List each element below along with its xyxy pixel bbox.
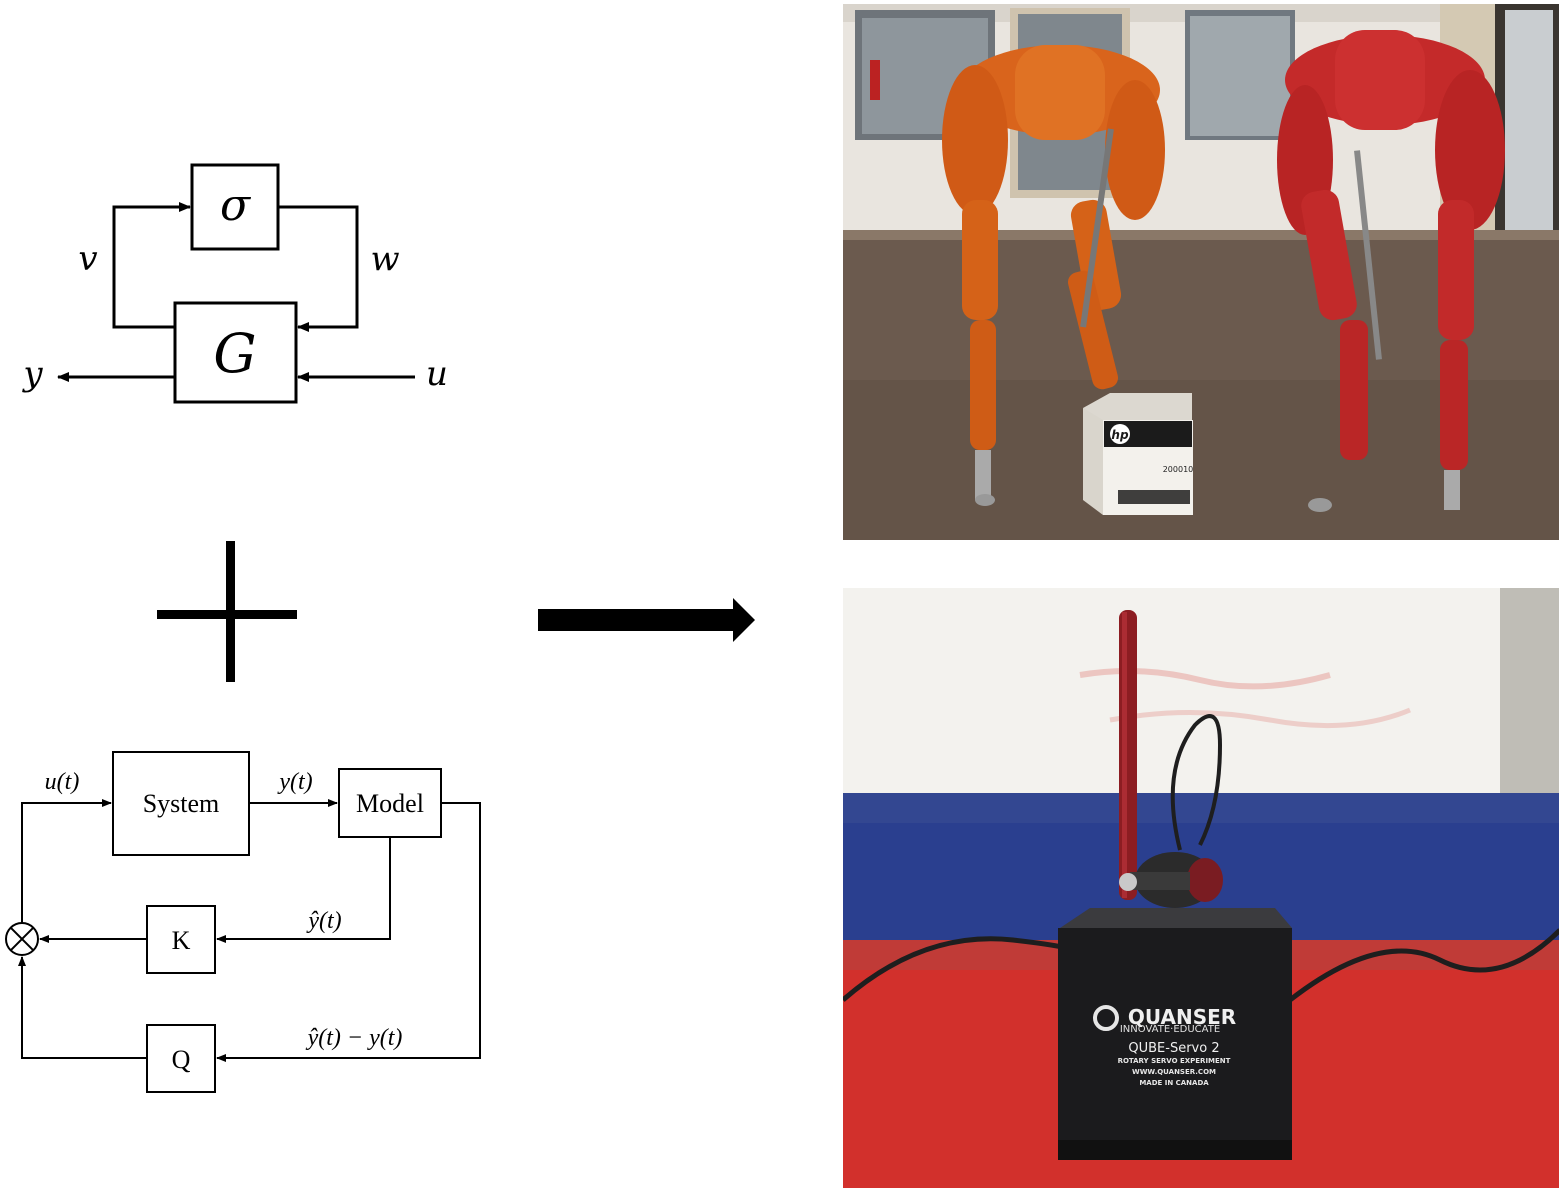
u-label: u bbox=[426, 354, 448, 394]
orange-robot bbox=[942, 45, 1165, 506]
y-label: y bbox=[21, 354, 43, 394]
ut-label: u(t) bbox=[45, 769, 80, 795]
q-block bbox=[146, 1024, 216, 1093]
g-block bbox=[173, 301, 298, 404]
k-label: K bbox=[172, 926, 191, 955]
right-arrow-icon bbox=[538, 598, 755, 642]
ut-signal-line bbox=[21, 799, 112, 923]
diff-signal-line bbox=[216, 802, 481, 1062]
pendulum-rod bbox=[1119, 610, 1137, 900]
feedback-interconnection-diagram: σ G v w y u bbox=[21, 163, 448, 404]
system-label: System bbox=[143, 789, 220, 818]
red-robot bbox=[1277, 30, 1505, 512]
box-code-text: 200010 bbox=[1163, 465, 1194, 474]
estimator-block-diagram: System Model K Q u(t) y(t) ŷ(t) ŷ(t) − y… bbox=[5, 751, 481, 1093]
qube-subtitle-text: ROTARY SERVO EXPERIMENT bbox=[1118, 1057, 1231, 1065]
robots-photo: hp 200010 bbox=[843, 4, 1559, 540]
cardboard-box: hp 200010 bbox=[1083, 393, 1193, 515]
sigma-label: σ bbox=[220, 180, 252, 231]
yhat-signal-line bbox=[216, 837, 391, 943]
w-label: w bbox=[370, 239, 399, 279]
v-label: v bbox=[78, 239, 97, 279]
qube-servo-photo: QUANSER INNOVATE·EDUCATE QUBE-Servo 2 RO… bbox=[843, 588, 1559, 1188]
qube-model-text: QUBE-Servo 2 bbox=[1128, 1041, 1219, 1056]
w-signal-line bbox=[278, 205, 359, 332]
q-output-line bbox=[18, 956, 147, 1059]
qube-website-text: WWW.QUANSER.COM bbox=[1132, 1068, 1216, 1076]
yt-label: y(t) bbox=[277, 769, 312, 795]
box-brand-text: hp bbox=[1111, 428, 1129, 442]
qube-origin-text: MADE IN CANADA bbox=[1139, 1079, 1209, 1087]
yhat-label: ŷ(t) bbox=[306, 908, 341, 934]
qube-tagline-text: INNOVATE·EDUCATE bbox=[1120, 1024, 1220, 1035]
sigma-block bbox=[190, 163, 280, 251]
q-label: Q bbox=[172, 1045, 191, 1074]
plus-icon bbox=[157, 541, 297, 682]
g-label: G bbox=[213, 322, 256, 385]
qube-body: QUANSER INNOVATE·EDUCATE QUBE-Servo 2 RO… bbox=[1058, 908, 1292, 1160]
diff-label: ŷ(t) − y(t) bbox=[306, 1025, 403, 1051]
v-signal-line bbox=[112, 202, 191, 329]
summing-junction-icon bbox=[5, 922, 39, 956]
qube-brand-text: QUANSER bbox=[1128, 1005, 1236, 1029]
model-label: Model bbox=[356, 789, 424, 818]
